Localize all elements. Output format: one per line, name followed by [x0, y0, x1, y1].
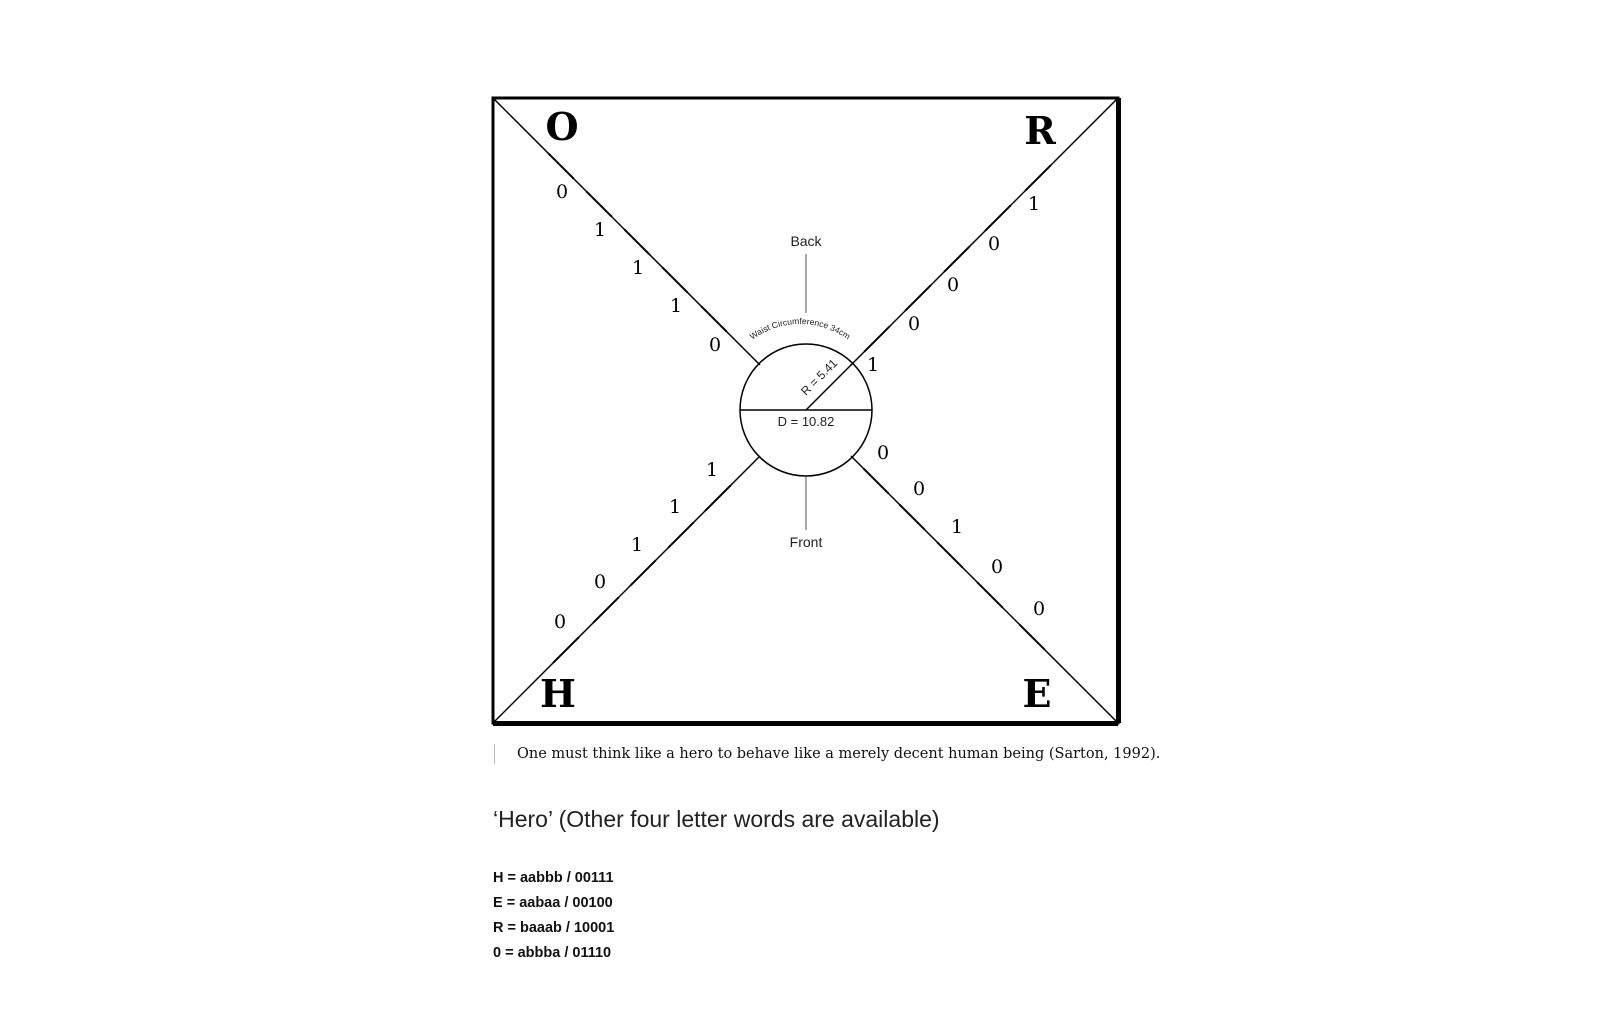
arm-bit-label: 1 [594, 219, 606, 241]
arm-tick [862, 467, 890, 495]
arm-bit-label: 0 [913, 478, 925, 500]
corner-letter-bottom-right: E [1023, 671, 1052, 716]
code-item-h: H = aabbb / 00111 [493, 870, 614, 886]
arm-tick [1024, 164, 1052, 192]
diagonal-top-right [850, 97, 1119, 366]
arm-bit-label: 1 [867, 354, 879, 376]
circumference-label: Waist Circumference 34cm [748, 316, 852, 341]
arm-bit-label: 1 [632, 257, 644, 279]
arm-bit-label: 1 [706, 459, 718, 481]
arm-tick [552, 636, 580, 664]
arm-tick [943, 245, 971, 273]
arm-tick [667, 521, 695, 549]
arm-bit-label: 0 [988, 233, 1000, 255]
radius-label: R = 5.41 [798, 356, 840, 398]
arm-bit-label: 1 [669, 496, 681, 518]
arm-tick [1018, 623, 1046, 651]
arm-bit-label: 0 [908, 313, 920, 335]
figure-caption: One must think like a hero to behave lik… [494, 744, 1160, 764]
diameter-label: D = 10.82 [778, 414, 835, 429]
arm-tick [984, 204, 1012, 232]
arm-tick [547, 152, 575, 180]
arm-bit-label: 0 [594, 571, 606, 593]
arm-bit-label: 1 [631, 534, 643, 556]
code-item-e: E = aabaa / 00100 [493, 895, 613, 911]
arm-tick [936, 541, 964, 569]
code-item-o: 0 = abbba / 01110 [493, 945, 612, 961]
circumference-label-path: Waist Circumference 34cm [748, 316, 852, 341]
arm-bits: 0 1 1 1 0 1 0 0 0 1 1 1 1 0 0 0 0 1 0 0 [554, 181, 1045, 633]
arm-bit-label: 0 [877, 442, 889, 464]
arm-tick [585, 190, 613, 218]
back-label: Back [790, 233, 822, 249]
radius-line [805, 362, 854, 411]
code-item-r: R = baaab / 10001 [493, 920, 615, 936]
arm-tick [623, 228, 651, 256]
front-label: Front [790, 534, 823, 550]
arm-bit-label: 0 [991, 556, 1003, 578]
arm-tick [863, 325, 891, 353]
arm-bit-label: 0 [556, 181, 568, 203]
arm-bit-label: 0 [554, 611, 566, 633]
arm-tick [976, 581, 1004, 609]
arm-tick [629, 559, 657, 587]
arm-tick [592, 596, 620, 624]
section-heading: ‘Hero’ (Other four letter words are avai… [493, 806, 940, 832]
code-list: H = aabbb / 00111 E = aabaa / 00100 R = … [493, 866, 614, 966]
arm-tick [661, 266, 689, 294]
arm-bit-label: 1 [951, 516, 963, 538]
arm-bit-label: 0 [709, 334, 721, 356]
corner-letter-top-left: O [545, 104, 578, 149]
arm-ticks [547, 152, 1052, 664]
arm-bit-label: 1 [670, 295, 682, 317]
arm-bit-label: 0 [947, 274, 959, 296]
arm-tick [700, 305, 728, 333]
arm-tick [898, 503, 926, 531]
corner-letter-top-right: R [1024, 108, 1056, 153]
arm-bit-label: 0 [1033, 598, 1045, 620]
arm-tick [904, 284, 932, 312]
arm-tick [704, 484, 732, 512]
arm-bit-label: 1 [1028, 193, 1040, 215]
corner-letter-bottom-left: H [540, 671, 576, 716]
